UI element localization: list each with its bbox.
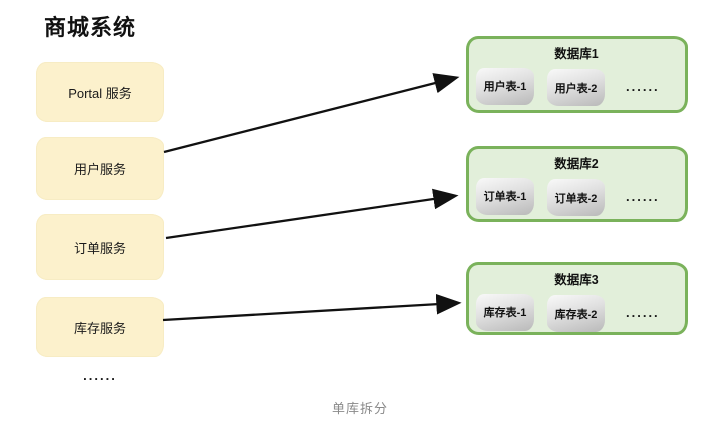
database-title: 数据库3 xyxy=(554,273,599,287)
table-chip: 库存表-1 xyxy=(476,293,534,331)
database-tables-row: 订单表-1 订单表-2 ...... xyxy=(476,176,677,216)
table-chip: 用户表-2 xyxy=(547,69,605,106)
arrow-inventory-service-to-db3 xyxy=(162,293,462,322)
table-chip: 订单表-2 xyxy=(547,179,605,216)
tables-ellipsis: ...... xyxy=(626,304,660,320)
database-node-2: 数据库2 订单表-1 订单表-2 ...... xyxy=(466,146,688,222)
diagram-caption: 单库拆分 xyxy=(331,401,388,416)
table-chip: 用户表-1 xyxy=(476,67,534,105)
service-node-inventory: 库存服务 xyxy=(36,297,164,357)
database-tables-row: 用户表-1 用户表-2 ...... xyxy=(476,66,677,106)
table-chip: 订单表-1 xyxy=(476,177,534,215)
service-node-user: 用户服务 xyxy=(36,137,164,200)
arrow-order-service-to-db2 xyxy=(165,188,459,240)
database-node-1: 数据库1 用户表-1 用户表-2 ...... xyxy=(466,36,688,113)
tables-ellipsis: ...... xyxy=(626,188,660,204)
service-node-order: 订单服务 xyxy=(36,214,164,280)
database-node-3: 数据库3 库存表-1 库存表-2 ...... xyxy=(466,262,688,335)
tables-ellipsis: ...... xyxy=(626,78,660,94)
arrow-user-service-to-db1 xyxy=(163,73,460,154)
service-label: 用户服务 xyxy=(73,162,126,177)
service-label: 订单服务 xyxy=(73,240,126,256)
database-tables-row: 库存表-1 库存表-2 ...... xyxy=(476,292,677,332)
service-label: 库存服务 xyxy=(73,320,126,336)
database-title: 数据库1 xyxy=(554,47,599,61)
database-title: 数据库2 xyxy=(554,157,599,171)
table-chip: 库存表-2 xyxy=(547,295,605,332)
service-node-portal: Portal 服务 xyxy=(36,62,164,122)
services-ellipsis: ...... xyxy=(83,368,117,383)
diagram-title: 商城系统 xyxy=(44,15,137,40)
service-label: Portal 服务 xyxy=(68,85,132,101)
